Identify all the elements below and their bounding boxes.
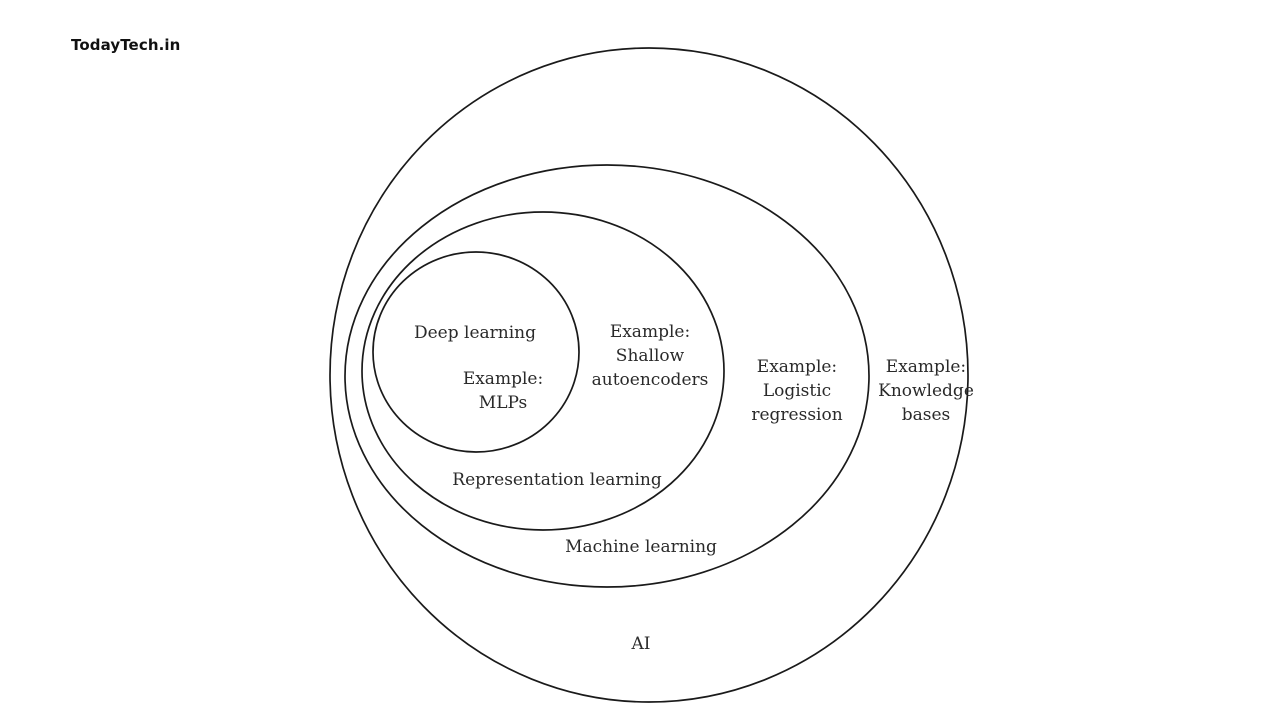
shallow-autoencoders-example-label: Example: Shallow autoencoders [592,320,709,392]
ai-circle [329,47,969,703]
knowledge-bases-example-label: Example: Knowledge bases [878,355,974,427]
mlps-example-line2: MLPs [478,393,528,413]
shallow-example-line2: Shallow [615,346,685,366]
knowledge-example-line2: Knowledge [878,381,974,401]
representation-learning-circle [361,211,725,531]
watermark-text: TodayTech.in [71,36,181,54]
ai-label: AI [631,634,651,654]
machine-learning-label: Machine learning [565,537,717,557]
logistic-example-line2: Logistic [762,381,832,401]
knowledge-example-line3: bases [901,405,951,425]
deep-learning-circle [372,251,580,453]
knowledge-example-line1: Example: [885,357,967,377]
mlps-example-line1: Example: [462,369,544,389]
shallow-example-line1: Example: [609,322,691,342]
representation-learning-label: Representation learning [452,470,662,490]
deep-learning-label: Deep learning [413,323,537,343]
machine-learning-circle [344,164,870,588]
mlps-example-label: Example: MLPs [463,367,543,415]
logistic-example-line1: Example: [756,357,838,377]
logistic-regression-example-label: Example: Logistic regression [751,355,842,427]
shallow-example-line3: autoencoders [591,370,709,390]
logistic-example-line3: regression [751,405,843,425]
